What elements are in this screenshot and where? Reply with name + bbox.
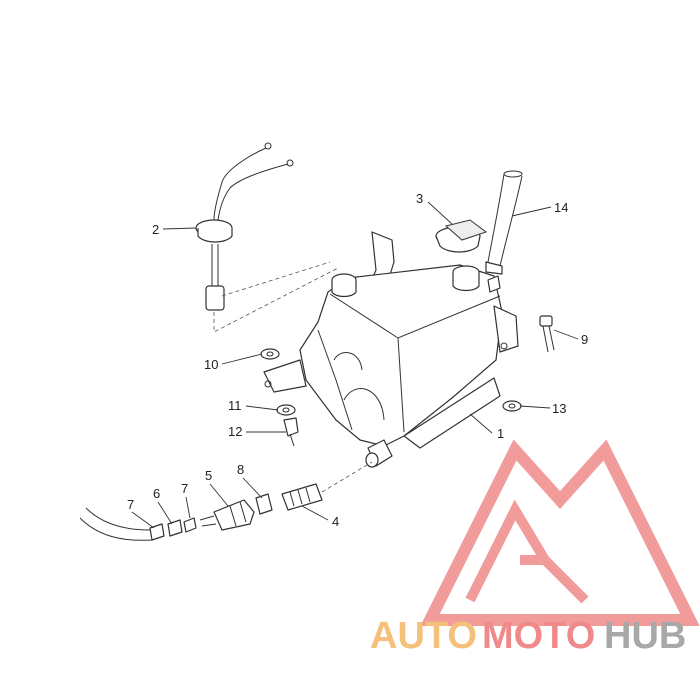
watermark-logo xyxy=(420,439,700,626)
callout-7-left: 7 xyxy=(127,497,134,512)
callout-9: 9 xyxy=(581,332,588,347)
fuel-tank xyxy=(263,231,519,468)
callout-labels: 1 2 3 4 5 6 7 7 8 9 10 11 12 13 14 xyxy=(127,191,588,529)
callout-13: 13 xyxy=(552,401,566,416)
breather-hose xyxy=(485,170,523,275)
washer-11-hole xyxy=(282,407,290,413)
washer-11 xyxy=(276,404,296,416)
watermark-wordmark: AUTO MOTO HUB xyxy=(370,615,686,657)
callout-1: 1 xyxy=(497,426,504,441)
brand-part-hub: HUB xyxy=(604,615,686,657)
callout-8: 8 xyxy=(237,462,244,477)
callout-7-right: 7 xyxy=(181,481,188,496)
callout-2: 2 xyxy=(152,222,159,237)
callout-12: 12 xyxy=(228,424,242,439)
washer-10 xyxy=(260,348,280,360)
bolt-9 xyxy=(539,315,555,353)
brand-part-moto: MOTO xyxy=(482,615,595,657)
washer-13-hole xyxy=(508,403,516,409)
callout-4: 4 xyxy=(332,514,339,529)
bolt-12 xyxy=(283,417,299,447)
fuel-level-sender xyxy=(195,142,339,333)
callout-11: 11 xyxy=(228,398,242,413)
callout-10: 10 xyxy=(204,357,218,372)
callout-3: 3 xyxy=(416,191,423,206)
callout-14: 14 xyxy=(554,200,568,215)
fuel-line-assembly xyxy=(79,461,373,541)
callout-5: 5 xyxy=(205,468,212,483)
filler-cap xyxy=(435,219,488,253)
washer-13 xyxy=(502,400,522,412)
callout-6: 6 xyxy=(153,486,160,501)
brand-part-auto: AUTO xyxy=(370,615,477,657)
washer-10-hole xyxy=(266,351,274,357)
